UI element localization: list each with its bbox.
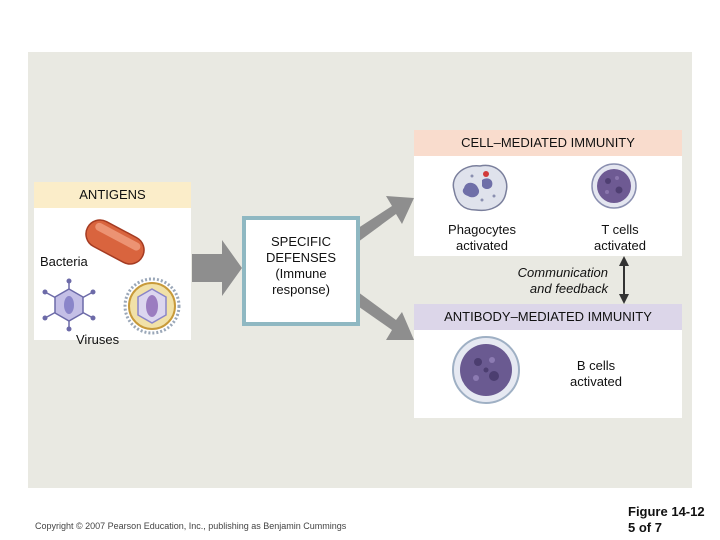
- specific-defenses-line-2: DEFENSES: [265, 250, 337, 265]
- bcells-line-1: B cells: [576, 358, 616, 373]
- virus-icosahedral-icon: [42, 278, 96, 332]
- antibody-mediated-header: ANTIBODY–MEDIATED IMMUNITY: [414, 304, 682, 330]
- to-antibody-mediated-arrow: [352, 292, 414, 340]
- antigens-to-defenses-arrow: [192, 240, 242, 296]
- specific-defenses-box: [242, 216, 360, 326]
- feedback-arrow-up: [619, 256, 629, 266]
- communication-line-2: and feedback: [529, 281, 608, 296]
- specific-defenses-line-3: (Immune: [275, 266, 327, 281]
- phagocyte-illustration: [452, 164, 508, 212]
- b-cell-illustration: [452, 336, 520, 404]
- cell-mediated-box: CELL–MEDIATED IMMUNITY: [414, 130, 682, 256]
- feedback-arrow-down: [619, 294, 629, 304]
- bacteria-illustration: [85, 219, 145, 265]
- phagocytes-line-1: Phagocytes: [448, 222, 516, 237]
- tcells-line-2: activated: [593, 238, 647, 253]
- cell-mediated-header: CELL–MEDIATED IMMUNITY: [414, 130, 682, 156]
- communication-label: Communication and feedback: [484, 265, 608, 297]
- bacteria-label: Bacteria: [40, 254, 88, 269]
- t-cell-illustration: [591, 163, 637, 209]
- antibody-mediated-box: ANTIBODY–MEDIATED IMMUNITY: [414, 304, 682, 418]
- specific-defenses-label: SPECIFIC DEFENSES (Immune response): [246, 234, 356, 298]
- specific-defenses-line-1: SPECIFIC: [271, 234, 331, 249]
- specific-defenses-line-4: response): [272, 282, 330, 297]
- figure-page: 5 of 7: [628, 520, 662, 535]
- copyright-text: Copyright © 2007 Pearson Education, Inc.…: [35, 521, 347, 531]
- figure-number: Figure 14-12: [628, 504, 705, 519]
- antigens-header: ANTIGENS: [34, 182, 191, 208]
- tcells-label: T cells activated: [580, 222, 660, 254]
- communication-line-1: Communication: [517, 265, 608, 280]
- figure-caption: Figure 14-12 5 of 7: [628, 504, 705, 536]
- to-cell-mediated-arrow: [352, 196, 414, 242]
- bcells-line-2: activated: [569, 374, 623, 389]
- viruses-label: Viruses: [76, 332, 120, 347]
- phagocytes-line-2: activated: [455, 238, 509, 253]
- bcells-label: B cells activated: [556, 358, 636, 390]
- virus-enveloped-icon: [123, 277, 181, 335]
- phagocytes-label: Phagocytes activated: [432, 222, 532, 254]
- tcells-line-1: T cells: [601, 222, 639, 237]
